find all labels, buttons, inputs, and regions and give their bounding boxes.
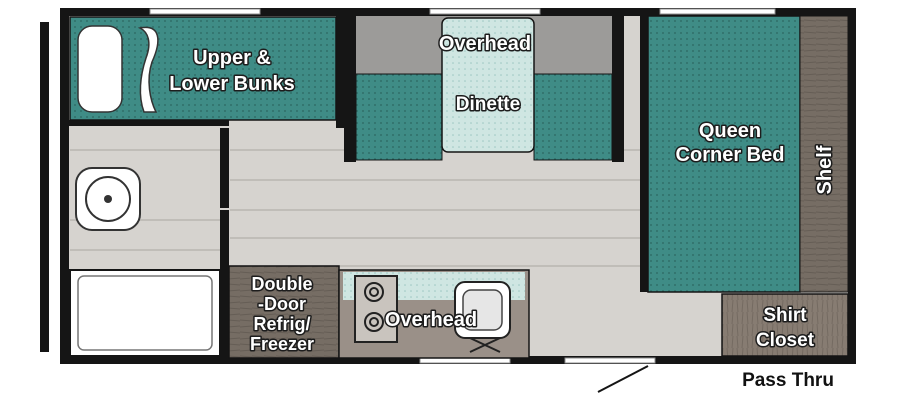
label-overhead-bottom: Overhead xyxy=(385,309,477,331)
label-fridge-1: Double xyxy=(252,274,313,294)
tub-inner xyxy=(77,275,213,351)
label-shelf: Shelf xyxy=(814,145,836,194)
dinette xyxy=(355,16,613,161)
queen-bed xyxy=(647,15,801,293)
label-pass-thru: Pass Thru xyxy=(742,370,834,391)
stove-burners xyxy=(354,275,398,343)
windows xyxy=(149,8,776,364)
label-closet-1: Shirt xyxy=(763,305,807,326)
bed-shelf xyxy=(799,15,849,293)
sink-icon xyxy=(454,281,511,353)
label-bunks-2: Lower Bunks xyxy=(169,73,295,95)
bunk-bedding-fold xyxy=(137,26,159,113)
label-bed-1: Queen xyxy=(699,120,761,142)
bunk-pillow xyxy=(77,25,123,113)
label-bed-2: Corner Bed xyxy=(676,144,785,166)
label-bunks-1: Upper & xyxy=(193,47,271,69)
shirt-closet xyxy=(721,293,849,357)
toilet-icon xyxy=(75,167,141,231)
label-dinette: Dinette xyxy=(456,94,520,115)
label-fridge-4: Freezer xyxy=(250,334,314,354)
refrigerator xyxy=(228,265,340,359)
label-closet-2: Closet xyxy=(756,330,815,351)
label-overhead-top: Overhead xyxy=(439,33,531,55)
label-fridge-3: Refrig/ xyxy=(253,314,310,334)
label-fridge-2: -Door xyxy=(258,294,306,314)
pass-thru-door xyxy=(597,365,649,393)
